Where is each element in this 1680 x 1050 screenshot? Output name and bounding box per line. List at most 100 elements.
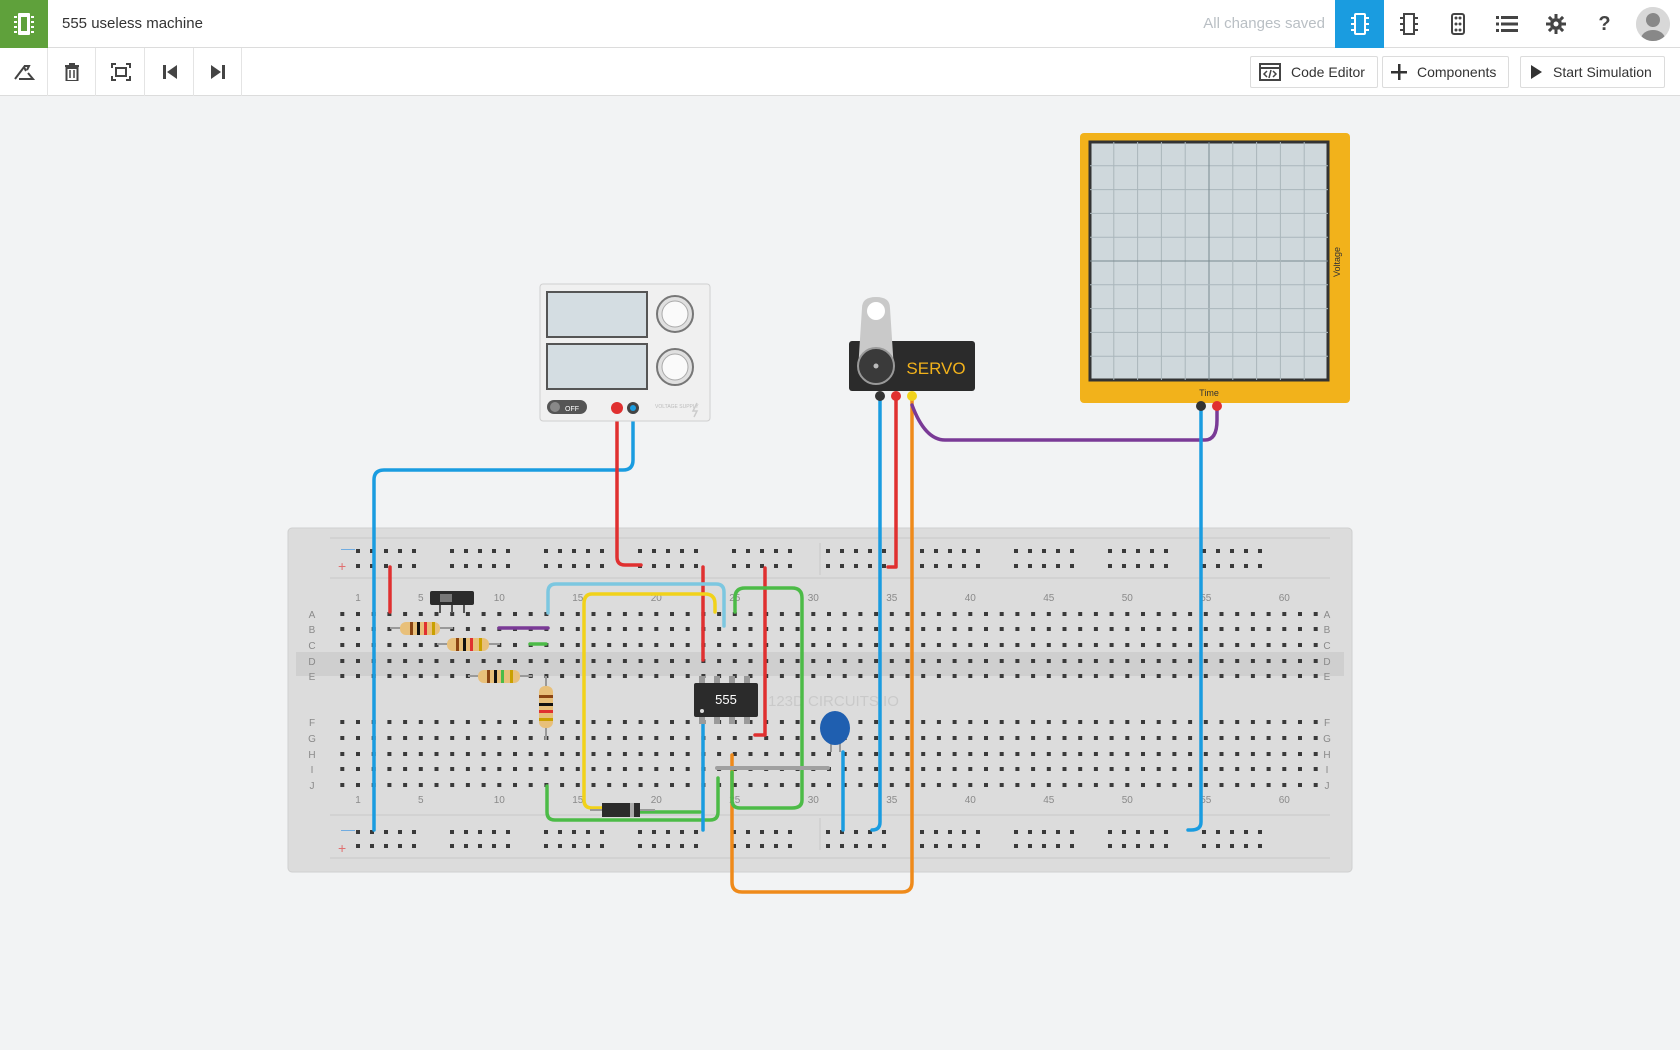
breadboard-hole[interactable] — [607, 767, 612, 771]
breadboard-hole[interactable] — [481, 783, 486, 787]
breadboard-hole[interactable] — [622, 627, 627, 631]
rail-hole[interactable] — [840, 830, 844, 834]
breadboard-hole[interactable] — [356, 736, 360, 740]
breadboard-hole[interactable] — [1266, 783, 1271, 787]
rail-hole[interactable] — [572, 830, 576, 834]
rail-hole[interactable] — [882, 844, 886, 848]
breadboard-hole[interactable] — [842, 659, 847, 663]
breadboard-hole[interactable] — [795, 659, 800, 663]
breadboard-hole[interactable] — [1141, 627, 1145, 631]
breadboard-hole[interactable] — [575, 720, 580, 724]
breadboard-hole[interactable] — [356, 752, 360, 756]
breadboard-hole[interactable] — [513, 720, 517, 724]
breadboard-hole[interactable] — [1188, 752, 1193, 756]
rail-hole[interactable] — [962, 844, 966, 848]
breadboard-hole[interactable] — [1109, 736, 1114, 740]
breadboard-hole[interactable] — [748, 674, 753, 678]
rail-hole[interactable] — [398, 549, 402, 553]
breadboard-hole[interactable] — [387, 752, 392, 756]
breadboard-hole[interactable] — [670, 643, 674, 647]
breadboard-hole[interactable] — [1156, 767, 1161, 771]
breadboard-hole[interactable] — [1046, 612, 1051, 616]
rail-hole[interactable] — [572, 549, 576, 553]
breadboard-hole[interactable] — [1188, 612, 1193, 616]
code-editor-button[interactable]: Code Editor — [1250, 56, 1378, 88]
breadboard-hole[interactable] — [340, 767, 345, 771]
breadboard-hole[interactable] — [403, 736, 408, 740]
rail-hole[interactable] — [1070, 830, 1074, 834]
breadboard-hole[interactable] — [874, 643, 879, 647]
breadboard-hole[interactable] — [497, 659, 502, 663]
breadboard-hole[interactable] — [1282, 643, 1287, 647]
breadboard-hole[interactable] — [1266, 767, 1271, 771]
breadboard-hole[interactable] — [1250, 767, 1255, 771]
breadboard-hole[interactable] — [434, 674, 439, 678]
breadboard-hole[interactable] — [434, 767, 439, 771]
breadboard-hole[interactable] — [905, 643, 910, 647]
breadboard-hole[interactable] — [481, 736, 486, 740]
breadboard-hole[interactable] — [685, 752, 690, 756]
resistor-1[interactable] — [390, 622, 453, 635]
breadboard-hole[interactable] — [497, 612, 502, 616]
breadboard-hole[interactable] — [889, 720, 894, 724]
breadboard-hole[interactable] — [1172, 659, 1177, 663]
breadboard-hole[interactable] — [1298, 659, 1302, 663]
settings-button[interactable] — [1531, 0, 1580, 48]
breadboard-hole[interactable] — [654, 767, 659, 771]
rail-hole[interactable] — [1122, 844, 1126, 848]
rail-hole[interactable] — [1164, 564, 1168, 568]
step-back-button[interactable] — [146, 48, 194, 96]
breadboard-hole[interactable] — [999, 612, 1004, 616]
breadboard-hole[interactable] — [952, 783, 957, 787]
rail-hole[interactable] — [558, 549, 562, 553]
breadboard-hole[interactable] — [999, 659, 1004, 663]
breadboard-hole[interactable] — [591, 659, 596, 663]
rail-hole[interactable] — [1150, 830, 1154, 834]
rail-hole[interactable] — [868, 549, 872, 553]
breadboard-hole[interactable] — [1266, 720, 1271, 724]
breadboard-hole[interactable] — [1109, 674, 1114, 678]
breadboard-hole[interactable] — [921, 659, 926, 663]
rail-hole[interactable] — [586, 549, 590, 553]
breadboard-hole[interactable] — [1093, 674, 1098, 678]
rail-hole[interactable] — [1014, 564, 1018, 568]
rail-hole[interactable] — [1108, 549, 1112, 553]
breadboard-hole[interactable] — [560, 767, 565, 771]
rotate-button[interactable] — [0, 48, 48, 96]
breadboard-hole[interactable] — [1313, 627, 1318, 631]
breadboard-hole[interactable] — [418, 659, 423, 663]
breadboard-hole[interactable] — [952, 674, 957, 678]
breadboard-hole[interactable] — [403, 783, 408, 787]
breadboard-hole[interactable] — [418, 643, 423, 647]
breadboard-hole[interactable] — [1203, 627, 1208, 631]
breadboard-hole[interactable] — [1313, 674, 1318, 678]
breadboard-hole[interactable] — [1235, 659, 1240, 663]
resistor-2[interactable] — [437, 638, 500, 651]
breadboard-hole[interactable] — [403, 720, 408, 724]
breadboard-hole[interactable] — [1078, 783, 1083, 787]
breadboard-hole[interactable] — [1109, 627, 1114, 631]
rail-hole[interactable] — [492, 844, 496, 848]
rail-hole[interactable] — [868, 844, 872, 848]
rail-hole[interactable] — [732, 844, 736, 848]
breadboard-hole[interactable] — [968, 674, 973, 678]
breadboard-hole[interactable] — [1156, 720, 1161, 724]
breadboard-hole[interactable] — [387, 720, 392, 724]
breadboard-hole[interactable] — [811, 674, 816, 678]
rail-hole[interactable] — [1056, 564, 1060, 568]
breadboard-hole[interactable] — [638, 659, 643, 663]
breadboard-hole[interactable] — [670, 627, 674, 631]
rail-hole[interactable] — [638, 549, 642, 553]
breadboard-hole[interactable] — [936, 674, 941, 678]
breadboard-hole[interactable] — [1078, 674, 1083, 678]
rail-hole[interactable] — [1108, 830, 1112, 834]
rail-hole[interactable] — [450, 564, 454, 568]
breadboard-hole[interactable] — [1078, 752, 1083, 756]
breadboard-hole[interactable] — [638, 612, 643, 616]
rail-hole[interactable] — [478, 830, 482, 834]
breadboard-hole[interactable] — [827, 752, 831, 756]
rail-hole[interactable] — [1202, 844, 1206, 848]
step-forward-button[interactable] — [194, 48, 242, 96]
breadboard-hole[interactable] — [764, 736, 769, 740]
breadboard-hole[interactable] — [874, 612, 879, 616]
